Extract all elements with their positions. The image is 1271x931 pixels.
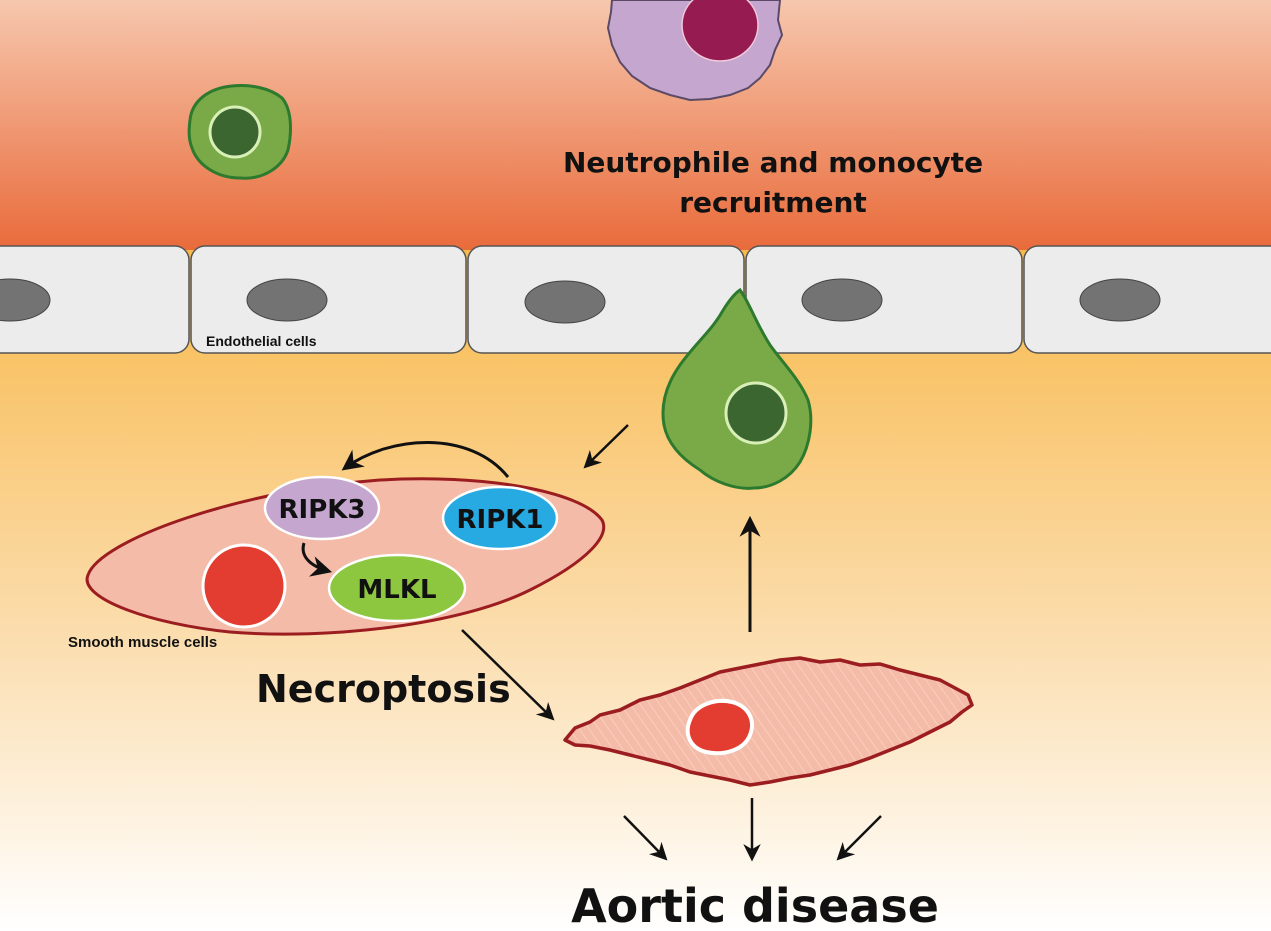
arrow-to-aortic-disease-right <box>836 815 882 861</box>
endothelial-nucleus <box>1079 278 1161 322</box>
neutrophil-cell <box>606 0 784 102</box>
endothelial-cell <box>467 245 745 354</box>
monocyte-transmigrating <box>661 287 813 490</box>
arrow-ripk3-to-mlkl <box>301 542 333 577</box>
recruitment-label-line2: recruitment <box>679 186 867 219</box>
endothelial-cells-label: Endothelial cells <box>206 333 317 349</box>
arrow-to-aortic-disease-left <box>623 815 668 861</box>
ripk1-node: RIPK1 <box>441 485 559 551</box>
smooth-muscle-cells-label: Smooth muscle cells <box>68 634 217 651</box>
necroptosis-label: Necroptosis <box>256 667 511 711</box>
smc-nucleus <box>201 543 287 629</box>
monocyte-nucleus <box>724 381 788 445</box>
endothelial-nucleus <box>0 278 51 322</box>
smooth-muscle-cell: RIPK3 RIPK1 MLKL Smooth muscle cells <box>68 475 606 651</box>
endothelial-cell <box>1023 245 1271 354</box>
monocyte-nucleus <box>208 105 262 159</box>
arrow-to-necrotic-cell <box>461 629 555 721</box>
ripk3-node: RIPK3 <box>263 475 381 541</box>
arrow-monocyte-to-smc <box>583 424 629 469</box>
recruitment-label-line1: Neutrophile and monocyte <box>563 146 983 179</box>
endothelial-nucleus <box>246 278 328 322</box>
endothelial-cell <box>190 245 467 354</box>
endothelial-cell <box>0 245 190 354</box>
ripk3-label: RIPK3 <box>279 495 366 525</box>
aortic-disease-label: Aortic disease <box>571 879 939 931</box>
necrotic-smooth-muscle-cell <box>563 656 974 787</box>
monocyte-lumen <box>187 84 292 180</box>
ripk1-label: RIPK1 <box>457 505 544 535</box>
necrotic-nucleus <box>685 699 754 756</box>
mlkl-label: MLKL <box>357 575 436 605</box>
endothelial-nucleus <box>801 278 883 322</box>
mlkl-node: MLKL <box>327 553 467 623</box>
arrow-ripk1-to-ripk3 <box>341 441 510 478</box>
endothelial-nucleus <box>524 280 606 324</box>
endothelial-cell <box>745 245 1023 354</box>
neutrophil-nucleus <box>681 0 759 62</box>
endothelial-layer: Endothelial cells <box>0 245 1271 354</box>
